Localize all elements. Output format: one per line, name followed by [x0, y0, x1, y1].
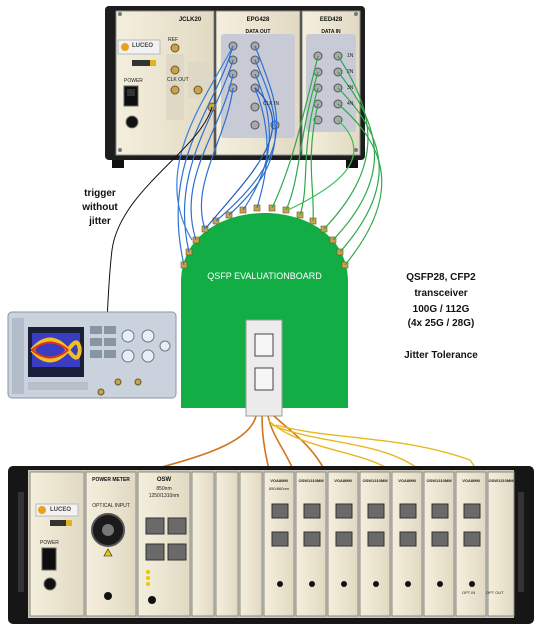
- attenuator-title-6: OSW1310MM: [426, 478, 452, 483]
- qsfp-evaluation-board: [181, 213, 348, 408]
- luceo-controller-panel: [29, 471, 85, 617]
- osw-subtitle-2: 1250/1310nm: [148, 493, 180, 499]
- data-in-label: DATA IN: [321, 29, 341, 35]
- jclk20-module-title: JCLK20: [178, 17, 202, 23]
- top-brand-label: LUCEO: [132, 43, 153, 49]
- power-meter-title: POWER METER: [92, 477, 130, 483]
- osw-title: OSW: [156, 477, 172, 483]
- laser-warning-icon: [103, 548, 113, 557]
- info-annotation-line2: transceiver: [414, 288, 468, 299]
- attenuator-title-1: VOA8MM: [270, 478, 288, 483]
- channel-label-2n: 2N: [347, 69, 354, 75]
- attenuator-title-3: VOA8MM: [334, 478, 352, 483]
- trigger-annotation-line2: without: [82, 202, 118, 213]
- channel-label-3n: 3N: [347, 85, 354, 91]
- attenuator-title-2: OSW1310MM: [298, 478, 324, 483]
- bottom-power-label: POWER: [40, 540, 59, 546]
- bottom-brand-label: LUCEO: [50, 507, 71, 513]
- osw-subtitle-1: 850nm: [156, 486, 172, 492]
- top-power-knob[interactable]: [125, 115, 139, 129]
- top-instrument-crate: [105, 6, 365, 168]
- trigger-annotation-line1: trigger: [84, 188, 116, 199]
- clk-in-label: CLK IN: [263, 101, 280, 107]
- attenuator-wavelength-label: 850/860nm: [268, 486, 289, 491]
- green-data-cables: [271, 55, 383, 266]
- data-out-label: DATA OUT: [245, 29, 271, 35]
- optical-input-label: OPTICAL INPUT: [92, 503, 130, 509]
- bottom-instrument-crate: [8, 466, 534, 624]
- channel-label-1n: 1N: [347, 53, 354, 59]
- channel-label-4n: 4N: [347, 101, 354, 107]
- clk-out-label: CLK OUT: [167, 77, 189, 83]
- attenuator-title-4: OSW1310MM: [362, 478, 388, 483]
- attenuator-title-7: VOA8MM: [462, 478, 480, 483]
- trigger-annotation-line3: jitter: [89, 216, 111, 227]
- bottom-power-switch[interactable]: [41, 547, 57, 571]
- eed428-module-title: EED428: [319, 17, 343, 23]
- opt-out-label: OPT OUT: [486, 590, 504, 595]
- bottom-power-knob[interactable]: [43, 577, 57, 591]
- attenuator-title-5: VOA8MM: [398, 478, 416, 483]
- info-annotation-line3: 100G / 112G: [412, 304, 470, 315]
- info-annotation-line5: Jitter Tolerance: [404, 350, 478, 361]
- luceo-logo-icon: [121, 43, 129, 51]
- eval-board-label: QSFP EVALUATIONBOARD: [207, 271, 322, 281]
- attenuator-title-8: OSW1310MM: [488, 478, 514, 483]
- epg428-module-title: EPG428: [246, 17, 270, 23]
- info-annotation-line4: (4x 25G / 28G): [407, 318, 475, 329]
- opt-in-label: OPT IN: [462, 590, 476, 595]
- bottom-luceo-logo-icon: [38, 506, 46, 514]
- info-annotation-line1: QSFP28, CFP2: [406, 272, 476, 283]
- blue-data-cables: [176, 45, 278, 266]
- ref-label: REF: [168, 37, 178, 43]
- oscilloscope: [7, 311, 177, 399]
- top-power-label: POWER: [124, 78, 143, 84]
